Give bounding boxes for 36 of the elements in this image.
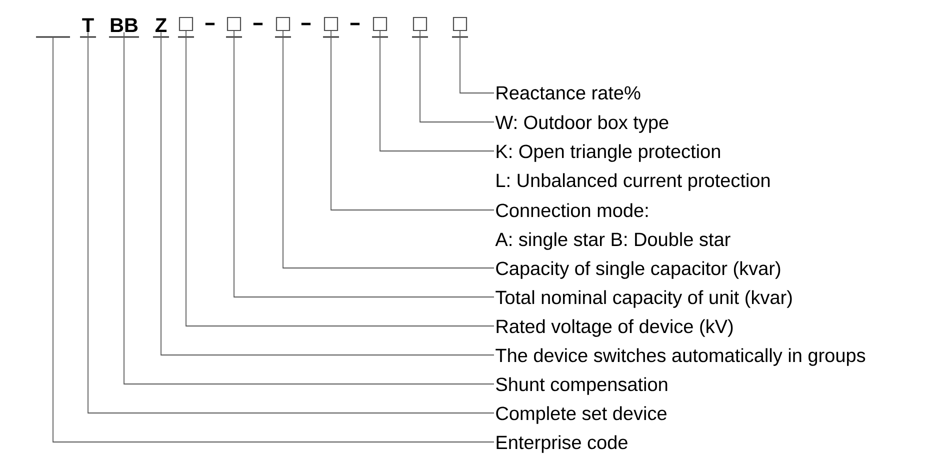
- description-text: Connection mode: A: single star B: Double star: [495, 203, 730, 250]
- description-text: Reactance rate%: [496, 86, 640, 100]
- description-text: Shunt compensation: [496, 377, 668, 395]
- description-text: K: Open triangle protection L: Unbalanced current protection: [496, 144, 770, 191]
- code-letter: Z: [153, 18, 169, 38]
- leader-line: [420, 30, 494, 122]
- placeholder-box: [412, 16, 428, 38]
- code-letter: BB: [109, 18, 140, 38]
- leader-line: [124, 32, 494, 384]
- dash: -: [205, 22, 215, 26]
- description-text: Capacity of single capacitor (kvar): [496, 261, 780, 279]
- leader-line: [186, 30, 494, 326]
- placeholder-box: [452, 16, 468, 38]
- description-text: Total nominal capacity of unit (kvar): [496, 290, 792, 308]
- placeholder-box: [323, 16, 339, 38]
- leader-line: [88, 32, 494, 414]
- leader-line: [380, 30, 494, 152]
- dash: -: [301, 22, 311, 26]
- placeholder-box: [178, 16, 194, 38]
- leader-line: [330, 30, 494, 210]
- leader-line: [160, 32, 494, 356]
- leader-line: [234, 30, 494, 298]
- description-text: Rated voltage of device (kV): [496, 319, 733, 337]
- description-text: Enterprise code: [496, 435, 628, 453]
- placeholder-box: [226, 16, 242, 38]
- description-text: The device switches automatically in groups: [496, 348, 866, 366]
- dash: -: [253, 22, 263, 26]
- leader-line: [282, 30, 494, 268]
- code-letter: T: [80, 18, 96, 38]
- description-text: Complete set device: [496, 406, 666, 424]
- dash: -: [350, 22, 360, 26]
- leader-line: [460, 30, 494, 94]
- placeholder-box: [372, 16, 388, 38]
- placeholder-box: [275, 16, 291, 38]
- description-text: W: Outdoor box type: [495, 115, 668, 133]
- leader-line: [52, 36, 494, 442]
